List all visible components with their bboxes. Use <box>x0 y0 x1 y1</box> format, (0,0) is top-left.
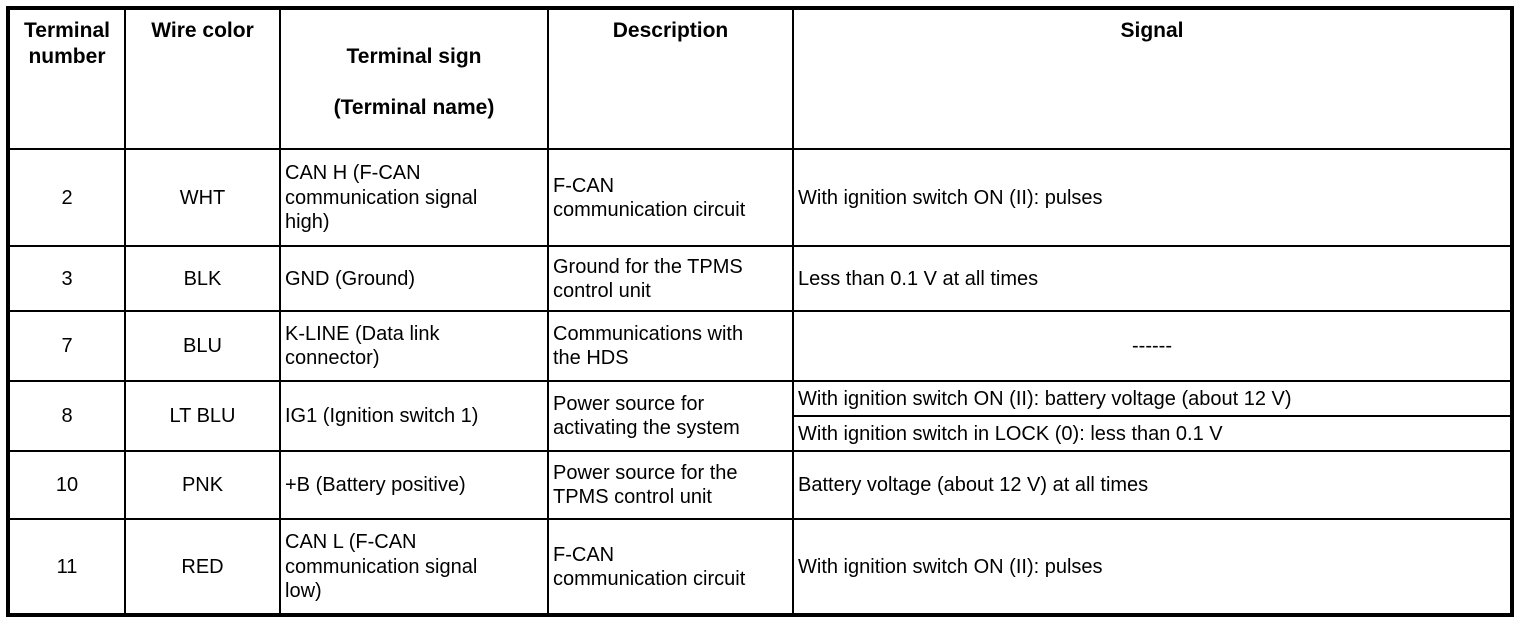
cell-description: Power source for activating the system <box>547 380 794 453</box>
header-terminal-number: Terminal number <box>7 6 126 151</box>
header-terminal-sign-main: Terminal sign <box>346 44 482 68</box>
header-terminal-sign: Terminal sign (Terminal name) <box>279 6 549 151</box>
table-row-terminal-8: 8 LT BLU IG1 (Ignition switch 1) Power s… <box>7 380 1513 453</box>
table-row-terminal-3: 3 BLK GND (Ground) Ground for the TPMS c… <box>7 245 1513 313</box>
cell-description: Communications with the HDS <box>547 310 794 383</box>
table-row-terminal-11: 11 RED CAN L (F-CAN communication signal… <box>7 518 1513 617</box>
table-row-terminal-2: 2 WHT CAN H (F-CAN communication signal … <box>7 148 1513 248</box>
cell-terminal-number: 2 <box>7 148 126 248</box>
cell-terminal-number: 8 <box>7 380 126 453</box>
cell-wire-color: BLK <box>124 245 281 313</box>
cell-signal: ------ <box>792 310 1513 383</box>
cell-wire-color: PNK <box>124 450 281 521</box>
header-wire-color: Wire color <box>124 6 281 151</box>
cell-terminal-number: 10 <box>7 450 126 521</box>
header-description: Description <box>547 6 794 151</box>
table-row-terminal-8-sub: With ignition switch in LOCK (0): less t… <box>8 415 1513 453</box>
cell-signal: With ignition switch ON (II): pulses <box>792 518 1513 617</box>
cell-wire-color: BLU <box>124 310 281 383</box>
cell-terminal-sign: IG1 (Ignition switch 1) <box>279 380 549 453</box>
cell-terminal-number: 7 <box>7 310 126 383</box>
cell-description: F-CAN communication circuit <box>547 148 794 248</box>
cell-description: F-CAN communication circuit <box>547 518 794 617</box>
cell-description: Power source for the TPMS control unit <box>547 450 794 521</box>
cell-signal: With ignition switch ON (II): pulses <box>792 148 1513 248</box>
cell-wire-color: LT BLU <box>124 380 281 453</box>
cell-terminal-number: 11 <box>7 518 126 617</box>
table-row-terminal-10: 10 PNK +B (Battery positive) Power sourc… <box>7 450 1513 521</box>
cell-terminal-sign: K-LINE (Data link connector) <box>279 310 549 383</box>
cell-terminal-sign: CAN L (F-CAN communication signal low) <box>279 518 549 617</box>
cell-description: Ground for the TPMS control unit <box>547 245 794 313</box>
terminal-signal-table: Terminal number Wire color Terminal sign… <box>6 6 1514 617</box>
cell-signal: Less than 0.1 V at all times <box>792 245 1513 313</box>
header-terminal-name-sub: (Terminal name) <box>333 96 495 120</box>
cell-signal-on: With ignition switch ON (II): battery vo… <box>792 380 1513 418</box>
cell-terminal-number: 3 <box>7 245 126 313</box>
cell-terminal-sign: CAN H (F-CAN communication signal high) <box>279 148 549 248</box>
cell-wire-color: RED <box>124 518 281 617</box>
cell-signal: Battery voltage (about 12 V) at all time… <box>792 450 1513 521</box>
header-signal: Signal <box>792 6 1513 151</box>
cell-terminal-sign: GND (Ground) <box>279 245 549 313</box>
cell-signal-lock: With ignition switch in LOCK (0): less t… <box>792 415 1513 453</box>
terminal-table-page: Terminal number Wire color Terminal sign… <box>6 6 1514 617</box>
table-row-terminal-7: 7 BLU K-LINE (Data link connector) Commu… <box>7 310 1513 383</box>
cell-wire-color: WHT <box>124 148 281 248</box>
header-row: Terminal number Wire color Terminal sign… <box>7 6 1513 151</box>
cell-terminal-sign: +B (Battery positive) <box>279 450 549 521</box>
